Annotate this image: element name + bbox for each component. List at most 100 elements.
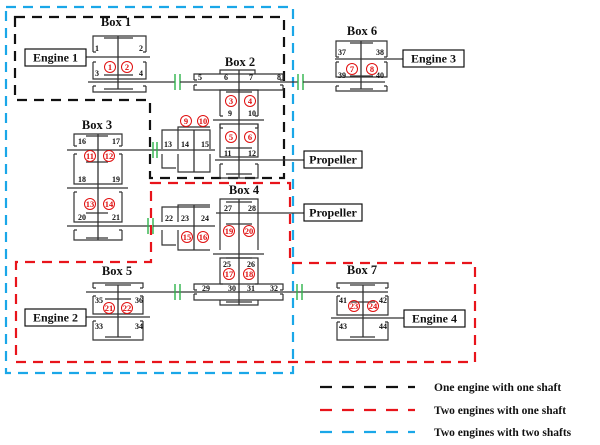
bearing-label: 13: [164, 140, 172, 149]
gear-label: 5: [229, 132, 233, 142]
engine-1-label: Engine 1: [33, 51, 78, 65]
gear-label: 14: [105, 199, 114, 209]
bearing-label: 1: [95, 44, 99, 53]
coupling: [296, 284, 303, 300]
legend-label: Two engines with two shafts: [434, 427, 572, 439]
bearing-label: 3: [95, 69, 99, 78]
gear-label: 3: [229, 96, 233, 106]
bearing-label: 37: [338, 48, 346, 57]
bearing-label: 21: [112, 213, 120, 222]
bearing-label: 11: [224, 149, 232, 158]
box-1: Box 1 1 2 3 4 1 2: [86, 15, 175, 93]
gear-label: 12: [105, 151, 114, 161]
gear-label: 9: [184, 116, 188, 126]
bearing-label: 7: [249, 73, 253, 82]
gear-label: 4: [248, 96, 253, 106]
gear-label: 6: [248, 132, 252, 142]
bearing-label: 2: [139, 44, 143, 53]
engine-3-label: Engine 3: [411, 52, 456, 66]
coupling: [297, 74, 304, 90]
bearing-label: 41: [339, 296, 347, 305]
box-3: Box 3 16 17 18 19 20 21 11 12 13 14: [67, 118, 150, 241]
bearing-label: 27: [224, 204, 232, 213]
svg-text:Box 2: Box 2: [225, 55, 255, 69]
bearing-label: 28: [248, 204, 256, 213]
bearing-label: 15: [201, 140, 209, 149]
bearing-label: 9: [228, 109, 232, 118]
bearing-label: 23: [181, 214, 189, 223]
legend: One engine with one shaft Two engines wi…: [320, 382, 572, 439]
box-2: Box 2 5 6 7 8 9 10 3 4 11 12 5 6 13: [150, 55, 304, 179]
svg-text:Box 3: Box 3: [82, 118, 112, 132]
gear-label: 24: [369, 301, 378, 311]
engine-2-label: Engine 2: [33, 311, 78, 325]
bearing-label: 44: [379, 322, 387, 331]
bearing-label: 5: [198, 73, 202, 82]
engine-3: Engine 3: [402, 49, 465, 68]
bearing-label: 10: [248, 109, 256, 118]
propeller-lower: Propeller: [303, 203, 363, 222]
bearing-label: 4: [139, 69, 143, 78]
box-5: Box 5 35 36 33 34 21 22: [86, 264, 150, 341]
svg-text:Box 5: Box 5: [102, 264, 132, 278]
coupling: [152, 142, 158, 158]
bearing-label: 33: [95, 322, 103, 331]
bearing-label: 30: [228, 284, 236, 293]
bearing-label: 42: [379, 296, 387, 305]
bearing-label: 40: [376, 71, 384, 80]
svg-text:Box 6: Box 6: [347, 24, 377, 38]
propeller-upper-label: Propeller: [309, 153, 357, 167]
bearing-label: 31: [247, 284, 255, 293]
bearing-label: 25: [223, 260, 231, 269]
gear-label: 13: [86, 199, 95, 209]
gear-label: 22: [123, 303, 132, 313]
bearing-label: 29: [202, 284, 210, 293]
gear-label: 11: [86, 151, 94, 161]
gear-label: 19: [225, 226, 234, 236]
bearing-label: 24: [201, 214, 209, 223]
box-6: Box 6 37 38 39 40 7 8: [335, 24, 403, 92]
gear-label: 15: [183, 232, 192, 242]
bearing-label: 6: [224, 73, 228, 82]
engine-4-label: Engine 4: [412, 312, 457, 326]
bearing-label: 32: [270, 284, 278, 293]
gear-label: 1: [108, 62, 112, 72]
bearing-label: 36: [135, 296, 143, 305]
bearing-label: 19: [112, 175, 120, 184]
box-4: Box 4 22 23 24 15 16 27 28 19 20 25 26 1…: [153, 183, 304, 306]
bearing-label: 20: [78, 213, 86, 222]
engine-4: Engine 4: [403, 309, 466, 328]
one-engine-one-shaft-boundary: [13, 15, 286, 180]
engine-1: Engine 1: [24, 48, 87, 67]
bearing-label: 22: [165, 214, 173, 223]
propeller-lower-label: Propeller: [309, 206, 357, 220]
bearing-label: 43: [339, 322, 347, 331]
gear-label: 17: [225, 269, 234, 279]
gear-label: 2: [125, 62, 129, 72]
gear-label: 20: [245, 226, 254, 236]
coupling: [174, 74, 181, 90]
bearing-label: 16: [78, 137, 86, 146]
bearing-label: 14: [181, 140, 189, 149]
coupling: [174, 284, 181, 300]
gear-label: 10: [199, 116, 208, 126]
gear-label: 8: [370, 64, 374, 74]
gear-label: 7: [350, 64, 355, 74]
bearing-label: 35: [95, 296, 103, 305]
gear-label: 16: [199, 232, 208, 242]
bearing-label: 18: [78, 175, 86, 184]
bearing-label: 38: [376, 48, 384, 57]
two-engines-two-shafts-boundary: [4, 5, 295, 375]
bearing-label: 34: [135, 322, 143, 331]
svg-text:Box 7: Box 7: [347, 263, 377, 277]
legend-label: One engine with one shaft: [434, 382, 561, 394]
two-engines-one-shaft-boundary: [14, 181, 477, 364]
legend-label: Two engines with one shaft: [434, 405, 566, 417]
bearing-label: 17: [112, 137, 120, 146]
bearing-label: 8: [277, 73, 281, 82]
bearing-label: 26: [247, 260, 255, 269]
gear-label: 18: [245, 269, 254, 279]
svg-text:Box 4: Box 4: [229, 183, 260, 197]
box-7: Box 7 41 42 43 44 23 24: [331, 263, 404, 341]
